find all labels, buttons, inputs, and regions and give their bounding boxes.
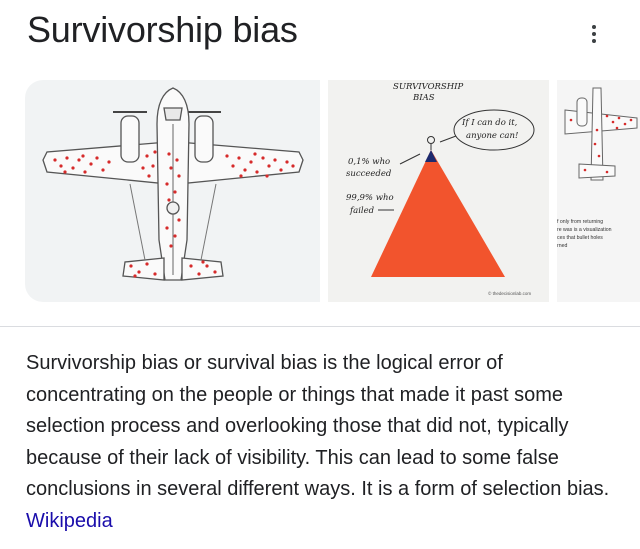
succeeded-label-2: succeeded [346,169,392,179]
description-body: Survivorship bias or survival bias is th… [26,352,610,500]
partial-plane-illustration: f only from returning re was is a visual… [557,87,638,249]
image-carousel[interactable]: SURVIVORSHIP BIAS If I can do it, anyone… [0,80,640,302]
failed-label-1: 99,9% who [346,193,394,203]
diagram-title: SURVIVORSHIP [393,82,464,92]
speech-line-2: anyone can! [466,131,518,141]
wikipedia-link[interactable]: Wikipedia [26,509,113,532]
more-dot [592,32,596,36]
partial-caption-1: f only from returning [557,219,603,225]
partial-caption-2: re was is a visualization [557,227,612,233]
bullet-holes [53,150,295,278]
image-credit: © thedecisionlab.com [488,290,531,296]
succeeded-label-1: 0,1% who [348,157,390,167]
succeeded-tip [425,150,437,162]
page-title: Survivorship bias [27,9,298,50]
diagram-title-2: BIAS [412,93,435,103]
section-divider [0,326,640,327]
failed-triangle [371,150,505,277]
more-dot [592,24,596,29]
panel-header: Survivorship bias [0,0,640,66]
triangle-illustration: SURVIVORSHIP BIAS If I can do it, anyone… [346,82,535,296]
description-text: Survivorship bias or survival bias is th… [26,348,616,537]
speech-line-1: If I can do it, [461,118,518,128]
failed-label-2: failed [349,206,375,216]
more-dot [592,39,596,44]
image-thumbnail-partial[interactable]: f only from returning re was is a visual… [557,80,640,302]
image-thumbnail-plane[interactable] [25,80,320,302]
partial-caption-3: ces that bullet holes [557,235,603,241]
image-thumbnail-triangle[interactable]: SURVIVORSHIP BIAS If I can do it, anyone… [328,80,549,302]
more-vert-icon[interactable] [580,18,608,50]
partial-caption-4: rned [557,243,567,249]
plane-illustration [42,87,304,281]
